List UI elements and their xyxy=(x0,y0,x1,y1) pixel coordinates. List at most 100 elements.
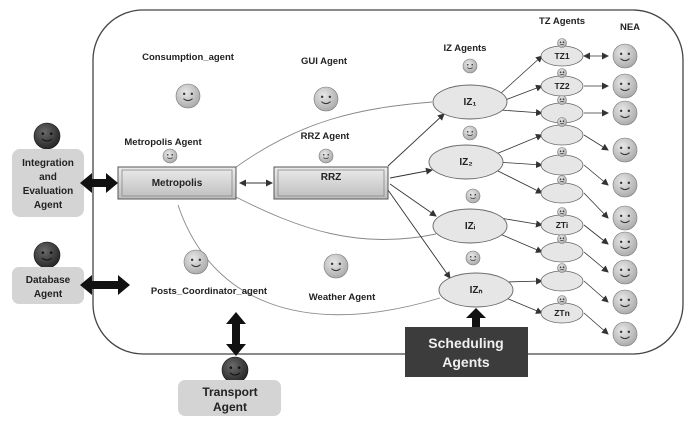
iz-node-1-label: IZ₁ xyxy=(463,97,476,108)
iz4-to-tz9-edge xyxy=(505,277,543,285)
tz9-nea-edge xyxy=(583,280,609,303)
rrz-to-iz2 xyxy=(389,167,433,179)
nea-face-10 xyxy=(612,321,638,347)
tz-agent-face-7 xyxy=(557,207,567,217)
tz-agent-face-3 xyxy=(557,95,567,105)
iz-node-3: IZᵢ xyxy=(432,208,508,244)
posts-coordinator-face xyxy=(183,249,209,275)
tz8-nea-edge xyxy=(583,251,609,273)
nea-face-6 xyxy=(612,205,638,231)
tz-agent-face-9 xyxy=(557,263,567,273)
nea-face-4 xyxy=(612,137,638,163)
integration-agent-face xyxy=(33,122,61,150)
iz2-to-tz4-edge xyxy=(495,134,543,155)
rrz-to-iz1 xyxy=(387,113,445,167)
rrz-label: RRZ xyxy=(321,172,342,183)
scheduling-line-1: Scheduling xyxy=(428,335,503,351)
tz-node-5 xyxy=(540,154,584,176)
consumption-agent-label: Consumption_agent xyxy=(142,52,235,63)
transport-line-1: Transport xyxy=(202,385,257,399)
tz-agent-face-5 xyxy=(557,147,567,157)
tz-agents-label: TZ Agents xyxy=(539,16,585,27)
nea-face-1 xyxy=(612,43,638,69)
rrz-agent-face xyxy=(318,148,334,164)
metropolis-label: Metropolis xyxy=(152,178,203,189)
integration-line-1: Integration xyxy=(22,158,74,169)
database-line-2: Agent xyxy=(34,289,63,300)
metropolis-agent-face xyxy=(162,148,178,164)
tz6-nea-edge xyxy=(583,192,609,219)
tz-agent-face-2 xyxy=(557,68,567,78)
tz-node-4 xyxy=(540,124,584,146)
iz-agent-face-1 xyxy=(462,58,478,74)
tz-node-10: ZTn xyxy=(540,302,584,324)
tz-node-6 xyxy=(540,182,584,204)
iz3-to-tz7-edge xyxy=(499,217,543,228)
iz-node-1: IZ₁ xyxy=(432,84,508,120)
tz-node-1-label: TZ1 xyxy=(554,51,569,61)
iz-node-2: IZ₂ xyxy=(428,144,504,180)
tz-node-7-label: ZTi xyxy=(556,220,569,230)
integration-line-3: Evaluation xyxy=(23,186,74,197)
iz3-to-tz8-edge xyxy=(499,233,543,253)
iz1-to-tz1-edge xyxy=(499,55,543,95)
tz-agent-face-10 xyxy=(557,295,567,305)
integration-line-2: and xyxy=(39,172,57,183)
metropolis-agent-label: Metropolis Agent xyxy=(124,137,202,148)
iz-node-4-label: IZₙ xyxy=(470,285,483,296)
nea-face-5 xyxy=(612,172,638,198)
nea-face-2 xyxy=(612,73,638,99)
iz-agent-face-2 xyxy=(462,125,478,141)
tz-agent-face-1 xyxy=(557,38,567,48)
iz-node-4: IZₙ xyxy=(438,272,514,308)
iz-agent-face-4 xyxy=(465,250,481,266)
tz10-nea-edge xyxy=(583,312,609,335)
tz-node-1: TZ1 xyxy=(540,45,584,67)
rrz-box: RRZ xyxy=(273,166,389,200)
nea-face-9 xyxy=(612,289,638,315)
metropolis-box: Metropolis xyxy=(117,166,237,200)
tz-node-9 xyxy=(540,270,584,292)
weather-agent-label: Weather Agent xyxy=(309,292,376,303)
scheduling-agents: Scheduling Agents xyxy=(405,327,528,377)
weather-agent-face xyxy=(323,253,349,279)
connections xyxy=(177,101,451,316)
tz-node-8 xyxy=(540,241,584,263)
iz1-to-tz3-edge xyxy=(499,109,543,117)
nea-face-7 xyxy=(612,231,638,257)
iz-agent-face-3 xyxy=(465,188,481,204)
nea-face-8 xyxy=(612,259,638,285)
database-arrow xyxy=(80,275,130,295)
tz-node-10-label: ZTn xyxy=(554,308,570,318)
metropolis-to-izi-curve xyxy=(231,194,437,240)
transport-arrow xyxy=(226,312,246,356)
integration-evaluation-agent: Integration and Evaluation Agent xyxy=(12,149,84,217)
rrz-to-izn xyxy=(387,189,451,279)
database-line-1: Database xyxy=(26,275,71,286)
integration-line-4: Agent xyxy=(34,200,63,211)
database-agent: Database Agent xyxy=(12,267,84,304)
tz7-nea-edge xyxy=(583,224,609,245)
posts-coordinator-label: Posts_Coordinator_agent xyxy=(151,286,268,297)
rrz-agent-label: RRZ Agent xyxy=(301,131,351,142)
integration-metropolis-arrow xyxy=(80,173,118,193)
consumption-agent-face xyxy=(175,83,201,109)
thick-arrows xyxy=(80,173,486,356)
scheduling-arrow xyxy=(466,308,486,327)
tz-agent-face-6 xyxy=(557,175,567,185)
iz2-to-tz6-edge xyxy=(495,169,543,194)
transport-agent-face xyxy=(221,356,249,384)
nea-face-3 xyxy=(612,100,638,126)
gui-agent-label: GUI Agent xyxy=(301,56,348,67)
transport-line-2: Agent xyxy=(213,400,247,414)
iz2-to-tz5-edge xyxy=(495,161,543,169)
iz-node-2-label: IZ₂ xyxy=(459,157,472,168)
tz-node-2-label: TZ2 xyxy=(554,81,569,91)
database-agent-face xyxy=(33,241,61,269)
tz-agent-face-8 xyxy=(557,234,567,244)
nea-label: NEA xyxy=(620,22,640,33)
iz4-to-tz10-edge xyxy=(505,297,543,314)
tz-node-7: ZTi xyxy=(540,214,584,236)
